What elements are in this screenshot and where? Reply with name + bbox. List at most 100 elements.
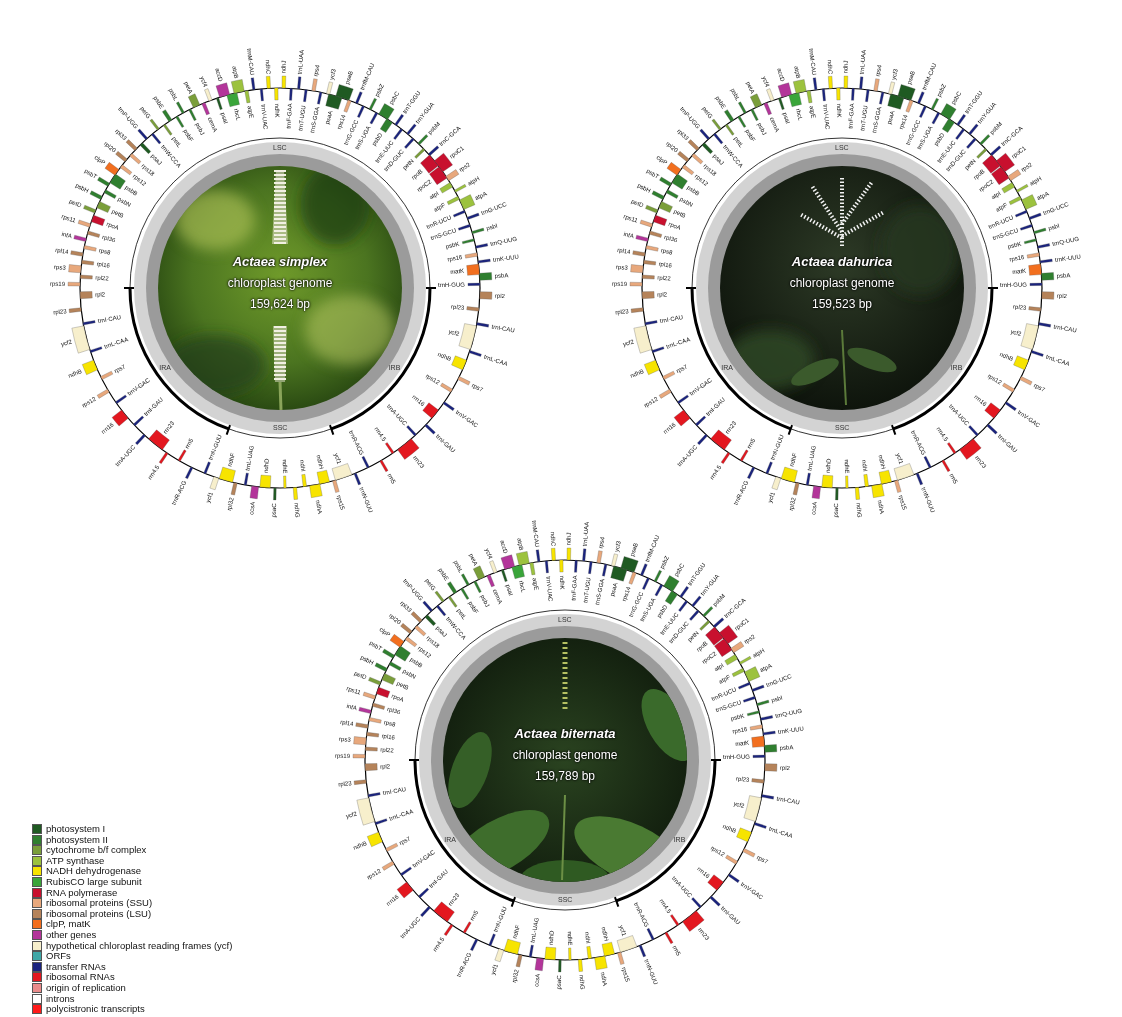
gene-block [969,124,979,135]
gene-label: rpl14 [340,718,354,727]
gene-label: trnY-GUA [976,101,998,125]
gene-label: rrn4.5 [147,464,162,481]
gene-label: psbI [771,694,784,704]
gene-label: ycf1 [490,963,500,976]
gene-label: trnV-UAC [544,575,553,601]
gene-block [90,347,102,353]
gene-label: trnR-ACG [909,429,927,456]
gene-block [407,426,417,436]
gene-block [677,395,688,404]
gene-block [894,480,901,493]
gene-label: rps12 [643,395,659,409]
ir-arc [415,760,514,901]
gene-block [116,151,128,161]
gene-label: trnY-GUA [699,573,721,597]
gene-block [332,463,352,480]
gene-label: psbL [452,559,464,574]
region-circle [692,138,992,438]
gene-label: psaC [833,503,840,517]
gene-block [120,165,132,175]
gene-block [724,110,734,122]
gene-label: ndhC [549,531,557,546]
gene-block [545,561,548,573]
gene-block [459,324,476,350]
legend-swatch [32,919,42,929]
gene-block [369,98,377,110]
gene-label: rpl32 [511,968,521,983]
gene-label: trnL-UAG [806,445,817,471]
gene-label: rps3 [616,263,628,271]
gene-block [639,945,646,957]
gene-label: atpE [808,105,817,118]
gene-block [310,484,323,498]
gc-ring [708,154,976,422]
gene-block [551,548,555,560]
gene-block [97,389,109,398]
gene-block [231,79,244,93]
gene-label: rpl23 [736,775,750,783]
gene-block [210,477,219,490]
gene-label: trnL-CAA [665,336,691,350]
gene-label: trnI-CAU [97,313,121,324]
gene-label: trnR-ACG [171,479,189,506]
gene-block [767,89,775,102]
gene-block [354,780,366,785]
gene-label: ycf1 [894,452,904,465]
gene-label: ndhK [558,575,565,589]
gene-block [458,224,470,230]
gene-block [363,692,376,699]
gene-block [1034,228,1046,234]
gene-label: ndhI [583,931,591,943]
gene-block [924,456,931,468]
gene-label: ndhG [293,502,301,517]
gene-block [567,548,571,560]
gene-block [700,620,710,630]
gene-label: psbT [645,167,660,180]
gene-block [72,326,90,353]
gene-block [752,779,764,784]
gene-label: trnN-GUU [643,958,660,985]
gene-block [947,442,956,453]
gene-label: rps7 [398,835,412,847]
gene-block [898,84,915,100]
gene-block [747,711,759,716]
gene-block [642,291,654,298]
gene-label: rps7 [675,363,689,375]
gene-label: rrn16 [410,393,425,407]
gene-label: rps3 [54,263,66,271]
gene-block [1002,383,1014,392]
gene-label: trnS-GGA [309,106,321,133]
gene-block [985,403,1001,418]
gene-block [617,952,624,965]
gene-label: rps11 [622,213,638,224]
gene-label: trnQ-UUG [490,235,518,247]
gene-block [126,140,137,151]
gene-block [916,473,923,485]
gene-label: rpl2 [95,291,105,298]
gene-block [163,124,172,135]
gene-label: ndhI [298,459,306,471]
gene-label: trnN-GUU [492,905,509,932]
gene-label: rpoB [972,167,986,180]
gene-block [674,410,690,426]
gene-block [1016,184,1028,192]
gene-label: trnV-GAC [126,377,151,397]
gene-block [667,162,681,175]
gene-block [879,92,884,104]
gene-block [135,434,145,445]
gc-ring [431,626,699,894]
gene-label: trnF-GAA [570,575,578,601]
gene-label: trnV-GAC [739,880,764,900]
gene-label: psbE [152,94,165,109]
gene-label: cemA [768,116,780,133]
gene-block [303,90,307,102]
gene-block [835,488,838,500]
gene-block [957,114,966,125]
gene-label: ndhJ [843,60,850,73]
gene-block [851,88,854,100]
gene-block [110,174,126,189]
gene-label: trnR-ACG [456,951,474,978]
gene-label: trnT-GGU [402,89,423,114]
gene-label: rpl23 [615,308,629,316]
gene-label: atpA [474,190,488,202]
